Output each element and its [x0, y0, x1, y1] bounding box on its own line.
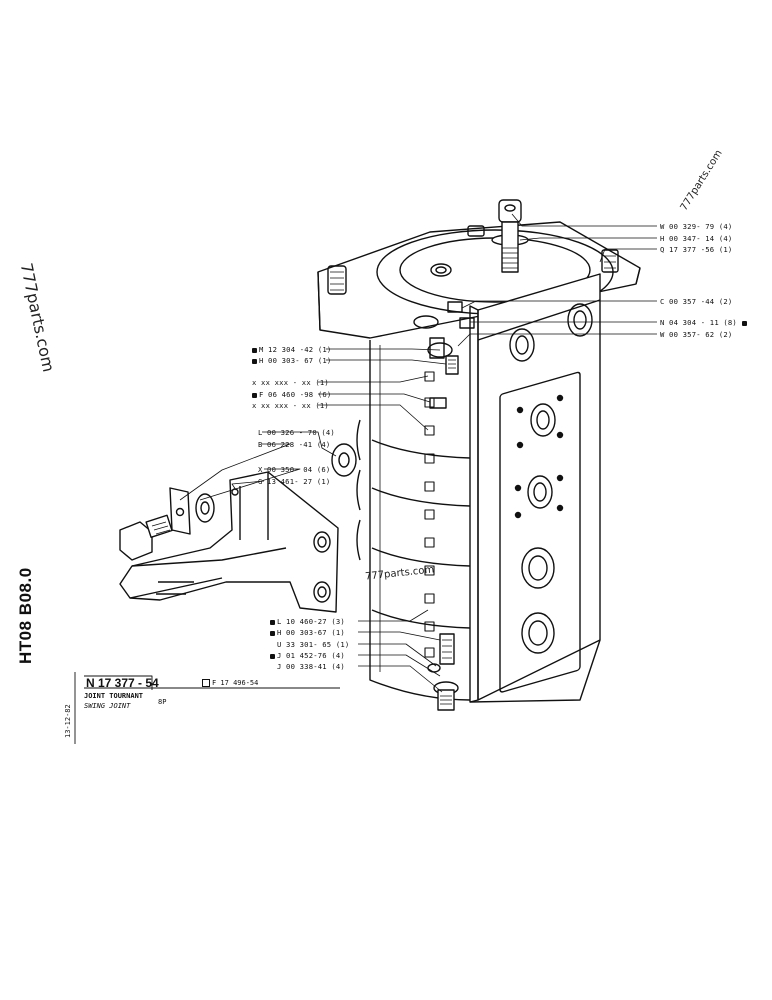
callout-text: L 00 326 - 70 (4) [258, 428, 335, 437]
callout-label: B 06 228 -41 (4) [258, 440, 330, 449]
bottom-plug [427, 633, 459, 711]
callout-text: L 10 460-27 (3) [277, 617, 345, 626]
callout-text: W 00 329- 79 (4) [660, 222, 733, 231]
callout-label: L 00 326 - 70 (4) [258, 428, 335, 437]
mounting-bracket [119, 471, 339, 613]
checkbox-square-icon [202, 679, 210, 687]
callout-label: H 00 303-67 (1) [270, 628, 345, 637]
alternate-part-number: F 17 496-54 [212, 679, 259, 687]
callout-label: W 00 357- 62 (2) [660, 330, 732, 339]
callout-label: W 00 329- 79 (4) [660, 222, 732, 231]
callout-text: H 00 347- 14 (4) [660, 234, 733, 243]
callout-label: x xx xxx - xx (1) [252, 401, 329, 410]
callout-text: J 00 338-41 (4) [277, 662, 345, 671]
callout-text: C 00 357 -44 (2) [660, 297, 733, 306]
callout-label: H 00 303- 67 (1) [252, 356, 331, 365]
callout-label: X 00 350- 04 (6) [258, 465, 330, 474]
callout-label: L 10 460-27 (3) [270, 617, 345, 626]
small-parts-top [429, 301, 475, 409]
callout-label: J 00 338-41 (4) [277, 662, 345, 671]
callout-text: X 00 350- 04 (6) [258, 465, 331, 474]
callout-label: H 00 347- 14 (4) [660, 234, 732, 243]
callout-text: M 12 304 -42 (1) [259, 345, 332, 354]
callout-label: Q 17 377 -56 (1) [660, 245, 732, 254]
part-name-english: SWING JOINT [84, 702, 131, 710]
callout-text: F 06 460 -98 (6) [259, 390, 332, 399]
marker-square-icon [741, 320, 747, 326]
callout-text: x xx xxx - xx (1) [252, 401, 329, 410]
callout-label: C 00 357 -44 (2) [660, 297, 732, 306]
callout-label: x xx xxx - xx (1) [252, 378, 329, 387]
callout-text: G 13 461- 27 (1) [258, 477, 331, 486]
marker-square-icon [252, 392, 257, 398]
callout-text: B 06 228 -41 (4) [258, 440, 331, 449]
drawing-reference: HT08 B08.0 [16, 567, 35, 664]
drawing-date: 13-12-82 [64, 704, 72, 738]
callout-text: J 01 452-76 (4) [277, 651, 345, 660]
part-name-french: JOINT TOURNANT [84, 692, 144, 700]
callout-label: J 01 452-76 (4) [270, 651, 345, 660]
leader-lines [179, 213, 657, 693]
marker-square-icon [270, 653, 275, 659]
cylinder-body [356, 340, 471, 701]
callout-label: F 06 460 -98 (6) [252, 390, 331, 399]
callout-label: M 12 304 -42 (1) [252, 345, 331, 354]
callout-text: W 00 357- 62 (2) [660, 330, 733, 339]
callout-text: U 33 301- 65 (1) [277, 640, 350, 649]
center-bolt [491, 199, 529, 273]
callout-label: U 33 301- 65 (1) [277, 640, 349, 649]
callout-text: H 00 303-67 (1) [277, 628, 345, 637]
marker-square-icon [270, 619, 275, 625]
callout-text: x xx xxx - xx (1) [252, 378, 329, 387]
callout-text: N 04 304 - 11 (8) [660, 318, 737, 327]
marker-square-icon [270, 630, 275, 636]
part-quantity: 8P [158, 698, 167, 706]
main-block [469, 273, 601, 703]
callout-label: N 04 304 - 11 (8) [660, 318, 749, 327]
washers-and-bolt [119, 443, 357, 561]
marker-square-icon [252, 358, 257, 364]
callout-text: Q 17 377 -56 (1) [660, 245, 733, 254]
callout-label: G 13 461- 27 (1) [258, 477, 330, 486]
title-block-lines [74, 672, 340, 744]
marker-square-icon [252, 347, 257, 353]
callout-text: H 00 303- 67 (1) [259, 356, 332, 365]
part-number: N 17 377 - 54 [86, 676, 159, 690]
